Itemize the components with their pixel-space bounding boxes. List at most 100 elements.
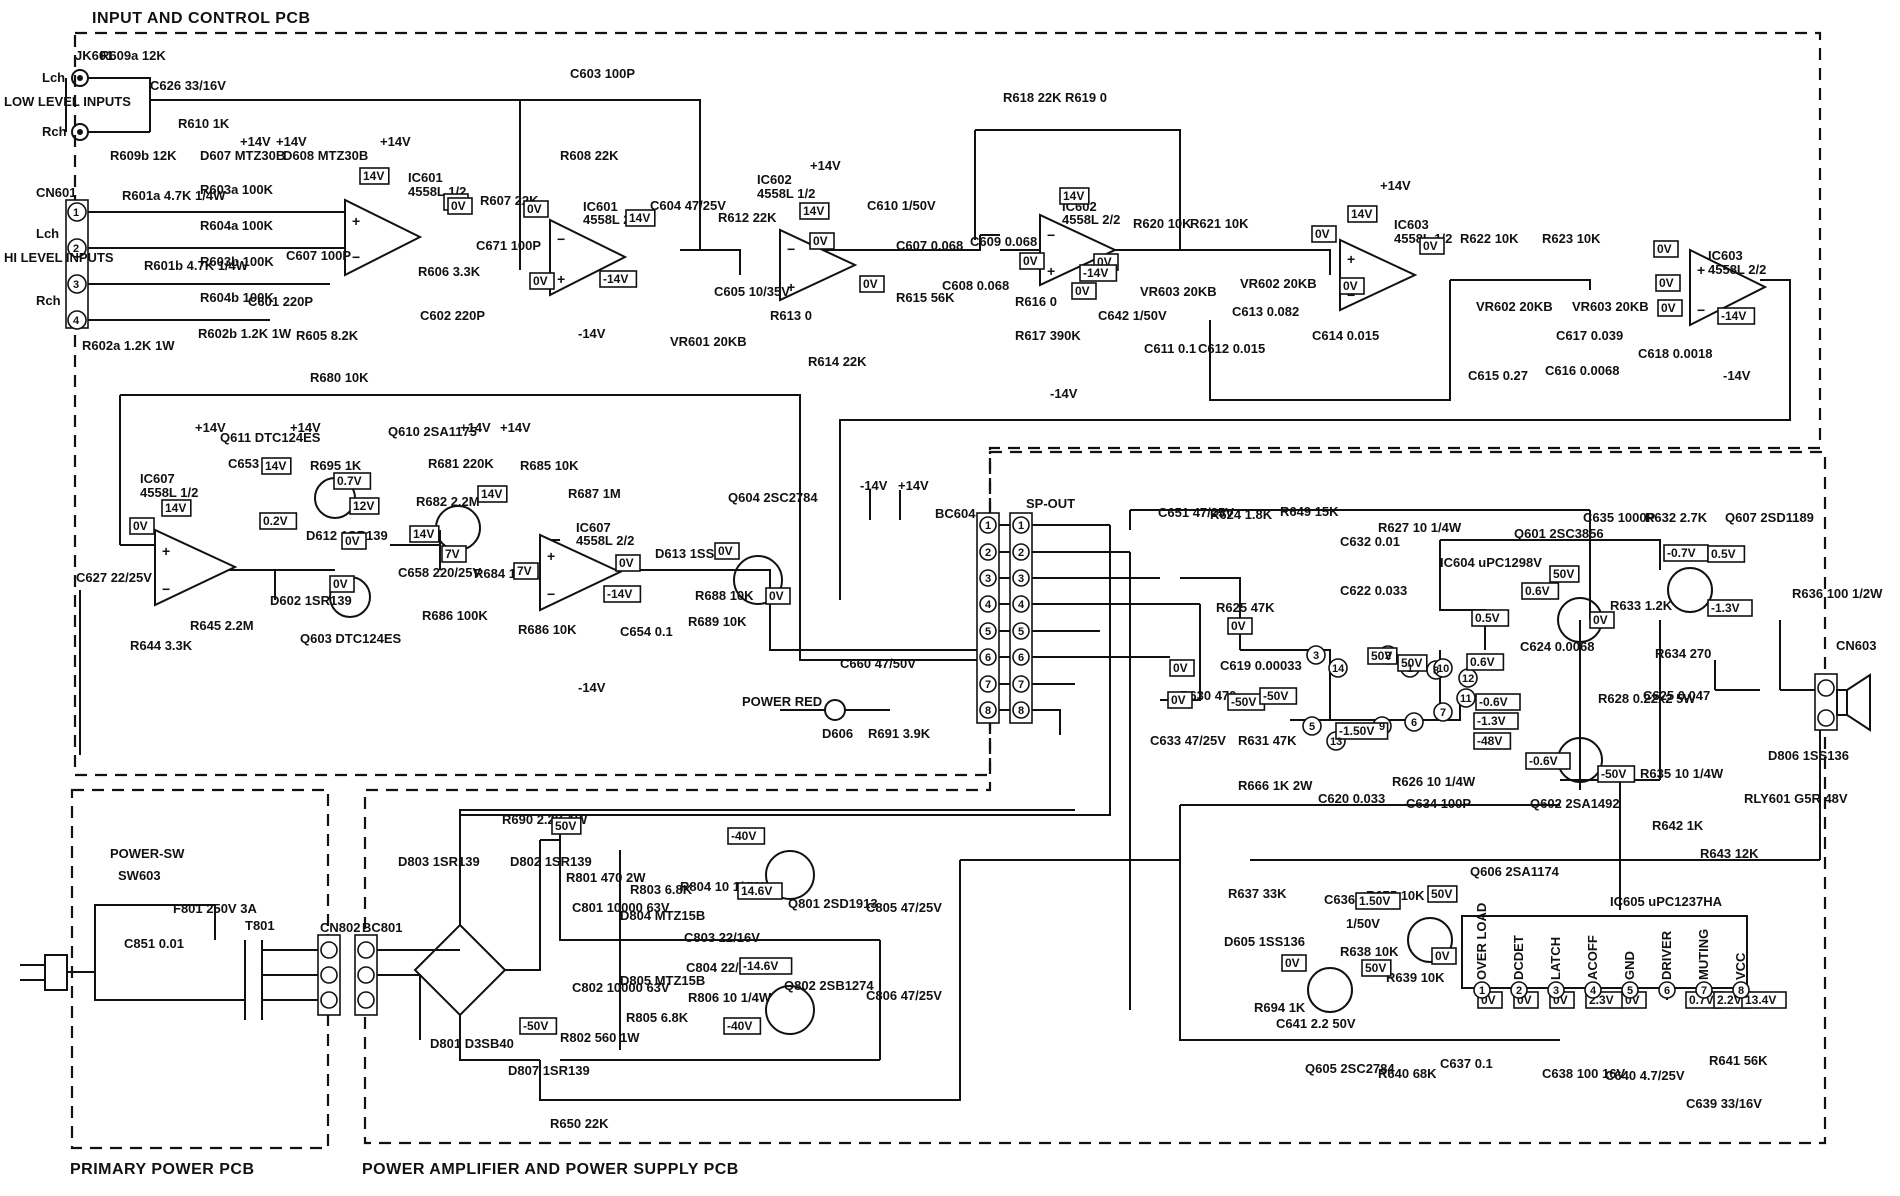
label-r687: R687 1M bbox=[568, 486, 621, 501]
svg-text:−: − bbox=[1047, 227, 1055, 243]
ic604-pin-2: 2 bbox=[1385, 650, 1391, 662]
svg-text:−: − bbox=[547, 586, 555, 602]
voltage-text-v65: -40V bbox=[727, 1019, 752, 1033]
label-r637: R637 33K bbox=[1228, 886, 1287, 901]
voltage-box-v68: 1.50V bbox=[1355, 892, 1401, 910]
cn604-pin-6: 6 bbox=[985, 652, 991, 664]
svg-text:−: − bbox=[1347, 287, 1355, 303]
label-rly601: RLY601 G5R 48V bbox=[1744, 791, 1848, 806]
label-r634: R634 270 bbox=[1655, 646, 1711, 661]
label-q602: Q602 2SA1492 bbox=[1530, 796, 1620, 811]
ic605-pin-name-6: DRIVER bbox=[1659, 930, 1674, 980]
cn604-pin-8: 8 bbox=[985, 705, 991, 717]
section-borders bbox=[70, 31, 1827, 1150]
label-d806: D806 1SS136 bbox=[1768, 748, 1849, 763]
label-c654: C654 0.1 bbox=[620, 624, 673, 639]
label-vr603a: VR603 20KB bbox=[1140, 284, 1217, 299]
label-c634: C634 100P bbox=[1406, 796, 1471, 811]
voltage-box-v5: 0V bbox=[529, 272, 555, 290]
svg-text:+: + bbox=[547, 548, 555, 564]
cn604-pin-circle-8 bbox=[979, 701, 997, 719]
voltage-box-v65: -40V bbox=[723, 1017, 762, 1035]
label-c607b: C607 0.068 bbox=[896, 238, 963, 253]
voltage-text-v24: 14V bbox=[165, 501, 186, 515]
label-c626: C626 33/16V bbox=[150, 78, 226, 93]
voltage-box-v27: 0.7V bbox=[333, 472, 372, 490]
label-r610: R610 1K bbox=[178, 116, 230, 131]
voltage-box-v17: 0V bbox=[1311, 225, 1337, 243]
label-r802: R802 560 1W bbox=[560, 1030, 640, 1045]
svg-text:+: + bbox=[352, 213, 360, 229]
label-c611: C611 0.1 bbox=[1144, 341, 1196, 356]
voltage-text-v33: 14V bbox=[413, 527, 434, 541]
label-c637: C637 0.1 bbox=[1440, 1056, 1493, 1071]
cn604-pin-circle-2 bbox=[979, 543, 997, 561]
svg-text:−: − bbox=[787, 241, 795, 257]
voltage-box-v10: 0V bbox=[859, 275, 885, 293]
label-d608: D608 MTZ30B bbox=[283, 148, 368, 163]
voltage-box-v43: 0.5V bbox=[1471, 609, 1510, 627]
label-r624: R624 1.8K bbox=[1210, 507, 1273, 522]
ic603a-ref: IC603 bbox=[1394, 217, 1429, 232]
label-vr603b: VR603 20KB bbox=[1572, 299, 1649, 314]
bc604-pin-6: 6 bbox=[1018, 652, 1024, 664]
label-r681: R681 220K bbox=[428, 456, 494, 471]
speaker-output bbox=[1814, 673, 1871, 732]
svg-text:+: + bbox=[1047, 263, 1055, 279]
svg-text:+: + bbox=[1697, 262, 1705, 278]
cn601-pin-4: 4 bbox=[73, 315, 80, 327]
opamp-ic607b: + − bbox=[539, 533, 623, 612]
voltage-box-v44: -0.7V bbox=[1663, 544, 1709, 562]
cn604-pin-circle-6 bbox=[979, 648, 997, 666]
label-c638: C638 100 16V bbox=[1542, 1066, 1625, 1081]
label-r602b: R602b 1.2K 1W bbox=[198, 326, 292, 341]
label-r609a: R609a 12K bbox=[100, 48, 166, 63]
label-r619: R619 0 bbox=[1065, 90, 1107, 105]
ic603b-part: 4558L 2/2 bbox=[1708, 262, 1766, 277]
ic604-pin-9: 9 bbox=[1379, 721, 1385, 733]
voltage-text-v63: 14.6V bbox=[741, 884, 772, 898]
label-r666: R666 1K 2W bbox=[1238, 778, 1313, 793]
label-d804: D804 MTZ15B bbox=[620, 908, 705, 923]
voltage-box-v48: 0V bbox=[1169, 659, 1195, 677]
voltage-text-v30: 0V bbox=[333, 577, 348, 591]
label-q604: Q604 2SC2784 bbox=[728, 490, 818, 505]
ic605-pin-num-5: 5 bbox=[1627, 985, 1633, 997]
voltage-box-v3: 0V bbox=[447, 197, 473, 215]
opamp-ic601b: − + bbox=[549, 218, 628, 297]
bc604-pin-4: 4 bbox=[1018, 599, 1025, 611]
label-c803: C803 22/16V bbox=[684, 930, 760, 945]
voltage-text-v61: 50V bbox=[555, 819, 576, 833]
hi-level-inputs-label: HI LEVEL INPUTS bbox=[4, 250, 114, 265]
label-r626: R626 10 1/4W bbox=[1392, 774, 1476, 789]
supply-label-0: +14V bbox=[240, 134, 271, 149]
opamp-ic602b: − + bbox=[1039, 213, 1118, 287]
ic604-pins bbox=[1302, 645, 1478, 751]
svg-text:−: − bbox=[162, 581, 170, 597]
label-c806: C806 47/25V bbox=[866, 988, 942, 1003]
supply-label-6: +14V bbox=[290, 420, 321, 435]
supply-label-14: -14V bbox=[578, 680, 606, 695]
voltage-box-v16: 14V bbox=[1347, 205, 1378, 223]
voltage-text-v35: 7V bbox=[517, 564, 532, 578]
label-r691: R691 3.9K bbox=[868, 726, 931, 741]
label-t801: T801 bbox=[245, 918, 275, 933]
label-ic604: IC604 uPC1298V bbox=[1440, 555, 1542, 570]
label-r621: R621 10K bbox=[1190, 216, 1249, 231]
bc604-label: SP-OUT bbox=[1026, 496, 1075, 511]
label-r695: R695 1K bbox=[310, 458, 362, 473]
voltage-text-v27: 0.7V bbox=[337, 474, 362, 488]
ic605-pin-circle-2 bbox=[1510, 981, 1528, 999]
label-q611: Q611 DTC124ES bbox=[220, 430, 321, 445]
ic604-pin-7: 7 bbox=[1440, 707, 1446, 719]
voltage-text-v5: 0V bbox=[533, 274, 548, 288]
ic605-pin-name-5: GND bbox=[1622, 951, 1637, 980]
ic605-pin-labels: OVER LOAD1DCDET2LATCH3ACOFF4GND5DRIVER6M… bbox=[979, 516, 1750, 999]
supply-label-13: -14V bbox=[1723, 368, 1751, 383]
label-d807: D807 1SR139 bbox=[508, 1063, 590, 1078]
label-r685: R685 10K bbox=[520, 458, 579, 473]
label-q802: Q802 2SB1274 bbox=[784, 978, 874, 993]
voltage-text-v16: 14V bbox=[1351, 207, 1372, 221]
label-c625: C625 0.047 bbox=[1643, 688, 1710, 703]
bc604-pin-1: 1 bbox=[1018, 520, 1024, 532]
